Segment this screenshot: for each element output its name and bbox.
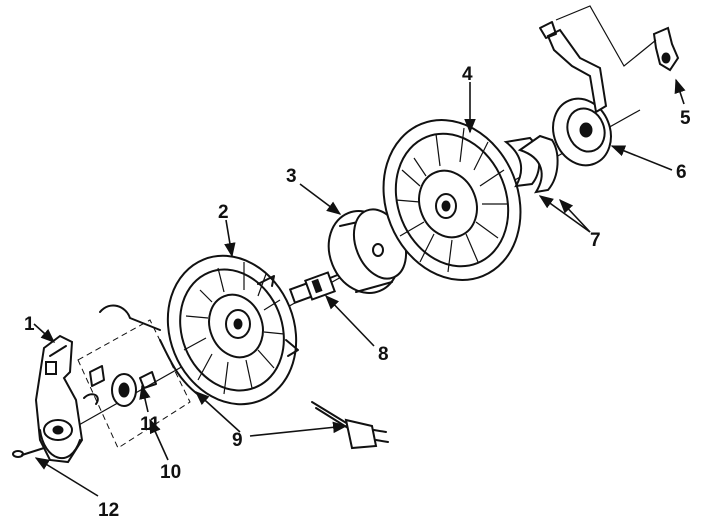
part-1-side-bracket [34,334,84,464]
part-12-screw [12,447,45,458]
label-3: 3 [286,166,297,187]
leader-2 [224,219,236,258]
label-9: 9 [232,430,243,451]
label-11: 11 [140,414,161,435]
part-2-rear-flange [166,254,299,406]
part-5-latch [652,26,680,72]
label-1: 1 [24,314,35,335]
part-6-drive-disk [539,21,612,167]
part-labels: 1 2 3 4 5 6 7 8 9 10 11 12 [24,64,691,521]
label-10: 10 [160,462,181,483]
label-5: 5 [680,108,691,129]
label-4: 4 [462,64,473,85]
label-12: 12 [98,500,119,521]
leader-6 [610,145,673,171]
part-8-shaft [288,271,341,304]
label-2: 2 [218,202,229,223]
leader-12 [34,457,99,497]
part-4-front-flange [382,119,522,281]
leader-9a [194,391,241,433]
leader-lines [33,78,686,497]
leader-7a [538,195,591,233]
part-7-clips [503,134,559,194]
label-8: 8 [378,344,389,365]
leader-8 [325,294,375,347]
leader-5 [674,78,686,105]
leader-11 [139,384,151,413]
link-line-5-6 [555,5,657,67]
leader-3 [299,183,342,215]
leader-9b [249,421,348,437]
leader-10 [149,418,169,461]
part-9-cord-plug [159,339,389,450]
label-7: 7 [590,230,601,251]
label-6: 6 [676,162,687,183]
part-10-assembly [77,304,191,449]
leader-7b [559,198,591,233]
leader-1 [33,323,56,343]
